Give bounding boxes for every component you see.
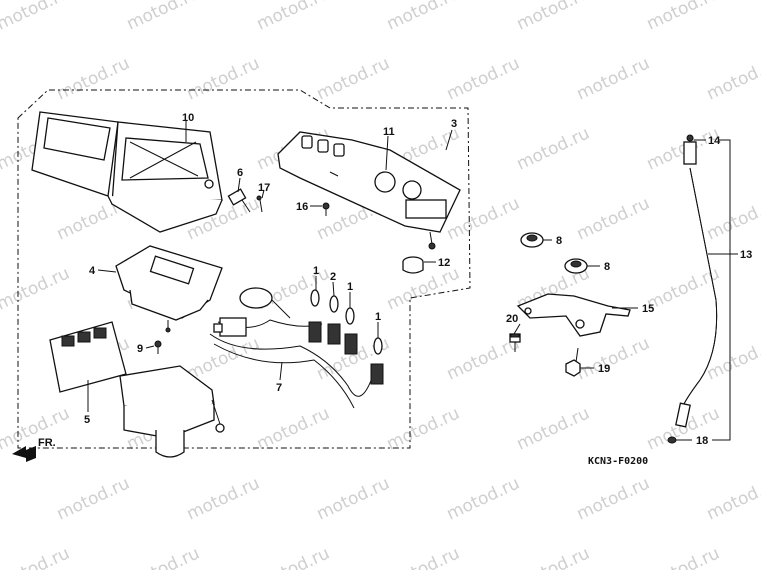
callout-17: 17 bbox=[258, 182, 270, 194]
callout-1-a: 1 bbox=[313, 265, 319, 277]
callout-11: 11 bbox=[383, 126, 395, 138]
watermark-text: motod.ru bbox=[444, 193, 523, 244]
watermark-text: motod.ru bbox=[254, 403, 333, 454]
watermark-text: motod.ru bbox=[184, 53, 263, 104]
diagram-code: KCN3-F0200 bbox=[588, 456, 648, 467]
watermark-text: motod.ru bbox=[514, 0, 593, 35]
callout-8-a: 8 bbox=[556, 235, 562, 247]
watermark-text: motod.ru bbox=[574, 473, 653, 524]
callout-12: 12 bbox=[438, 257, 450, 269]
callout-1-c: 1 bbox=[375, 311, 381, 323]
watermark-text: motod.ru bbox=[54, 473, 133, 524]
watermark-text: motod.ru bbox=[0, 543, 73, 570]
small-screw bbox=[256, 195, 263, 213]
callout-labels: 10 6 17 11 3 16 12 4 9 5 7 1 2 1 1 8 8 1… bbox=[84, 112, 752, 447]
wire-harness bbox=[209, 287, 384, 409]
callout-8-b: 8 bbox=[604, 261, 610, 273]
watermark-text: motod.ru bbox=[184, 473, 263, 524]
watermark-text: motod.ru bbox=[384, 543, 463, 570]
callout-20: 20 bbox=[506, 313, 518, 325]
meter-board bbox=[115, 245, 223, 333]
watermark-text: motod.ru bbox=[644, 0, 723, 35]
watermark-text: motod.ru bbox=[704, 53, 761, 104]
watermark-text: motod.ru bbox=[0, 403, 73, 454]
watermark-text: motod.ru bbox=[514, 403, 593, 454]
watermark-text: motod.ru bbox=[444, 53, 523, 104]
callout-15: 15 bbox=[642, 303, 654, 315]
watermark-text: motod.ru bbox=[574, 193, 653, 244]
watermark-text: motod.ru bbox=[314, 473, 393, 524]
watermark-text: motod.ru bbox=[444, 473, 523, 524]
assembly-outline bbox=[17, 89, 471, 449]
watermark-text: motod.ru bbox=[704, 333, 761, 384]
grommet bbox=[402, 256, 424, 274]
watermark-text: motod.ru bbox=[514, 123, 593, 174]
callout-3: 3 bbox=[451, 118, 457, 130]
watermark-text: motod.ru bbox=[0, 263, 73, 314]
watermark-text: motod.ru bbox=[704, 473, 761, 524]
watermark-text: motod.ru bbox=[644, 123, 723, 174]
meter-stay bbox=[516, 293, 631, 337]
callout-18: 18 bbox=[696, 435, 708, 447]
watermark-text: motod.ru bbox=[0, 193, 3, 244]
speedometer-cable bbox=[667, 134, 718, 444]
watermark-text: motod.ru bbox=[124, 0, 203, 35]
watermark-text: motod.ru bbox=[254, 543, 333, 570]
watermark-text: motod.ru bbox=[384, 0, 463, 35]
screw bbox=[322, 202, 330, 216]
leader-lines bbox=[87, 120, 738, 441]
callout-19: 19 bbox=[598, 363, 610, 375]
cushion-rubber bbox=[520, 232, 588, 274]
callout-14: 14 bbox=[708, 135, 721, 147]
watermark-text: motod.ru bbox=[254, 0, 333, 35]
meter-case bbox=[31, 111, 223, 233]
watermark-text: motod.ru bbox=[314, 53, 393, 104]
callout-13: 13 bbox=[740, 249, 752, 261]
watermark-text: motod.ru bbox=[384, 403, 463, 454]
watermark-text: motod.ru bbox=[644, 543, 723, 570]
watermark-text: motod.ru bbox=[0, 0, 73, 35]
bolt bbox=[509, 333, 521, 352]
callout-2: 2 bbox=[330, 271, 336, 283]
watermark-text: motod.ru bbox=[0, 333, 3, 384]
nut bbox=[565, 359, 581, 377]
front-direction-arrow: FR. bbox=[12, 437, 56, 462]
watermark-text: motod.ru bbox=[254, 263, 333, 314]
watermark-text: motod.ru bbox=[644, 263, 723, 314]
upper-case bbox=[277, 131, 461, 250]
callout-1-b: 1 bbox=[347, 281, 353, 293]
front-direction-label: FR. bbox=[38, 437, 56, 449]
watermark-text: motod.ru bbox=[574, 333, 653, 384]
watermark-text: motod.ru bbox=[704, 193, 761, 244]
callout-5: 5 bbox=[84, 414, 90, 426]
watermark-text: motod.ru bbox=[514, 543, 593, 570]
callout-6: 6 bbox=[237, 167, 243, 179]
watermark-text: motod.ru bbox=[384, 263, 463, 314]
socket-screw bbox=[227, 188, 251, 213]
watermark-text: motod.ru bbox=[124, 543, 203, 570]
callout-7: 7 bbox=[276, 382, 282, 394]
watermark-text: motod.ru bbox=[0, 473, 3, 524]
screw bbox=[154, 340, 162, 354]
watermark-text: motod.ru bbox=[574, 53, 653, 104]
watermark-text: motod.ru bbox=[54, 53, 133, 104]
callout-4: 4 bbox=[89, 265, 96, 277]
callout-9: 9 bbox=[137, 343, 143, 355]
lower-case bbox=[49, 321, 225, 458]
callout-10: 10 bbox=[182, 112, 194, 124]
callout-16: 16 bbox=[296, 201, 308, 213]
watermark-text: motod.ru bbox=[0, 53, 3, 104]
